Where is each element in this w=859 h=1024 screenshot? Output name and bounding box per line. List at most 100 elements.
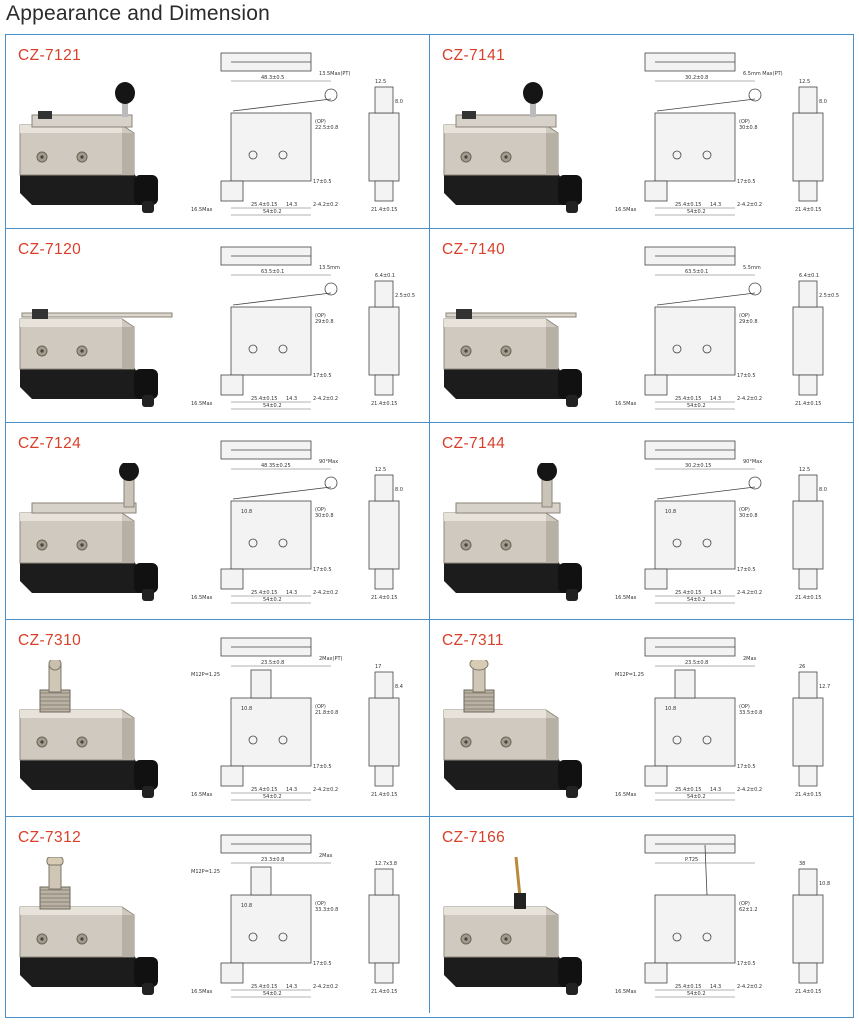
dim-side: 21.4±0.15	[371, 989, 397, 995]
dim-thread: M12P=1.25	[191, 672, 220, 678]
front-view-base	[644, 962, 668, 984]
front-view-base	[220, 568, 244, 590]
dim-inner: 10.8	[241, 903, 252, 909]
dim-base: 16.5Max	[615, 792, 637, 798]
dim-top: 30.2±0.15	[685, 463, 711, 469]
dim-hole-diameter: 2-4.2±0.2	[313, 202, 338, 208]
product-photo	[443, 660, 582, 798]
dim-op: (OP)	[315, 507, 326, 513]
mount-hole-left	[672, 344, 682, 354]
housing-highlight	[20, 319, 122, 327]
dim-width: 54±0.2	[687, 597, 706, 603]
dim-width: 54±0.2	[263, 991, 282, 997]
dim-hole-spacing: 25.4±0.15	[675, 984, 701, 990]
gland-nut	[566, 201, 578, 213]
housing-highlight	[444, 319, 546, 327]
mount-hole-left	[248, 735, 258, 745]
roller-bracket	[530, 97, 536, 117]
switch-base	[444, 364, 564, 399]
roller-drawing	[324, 88, 338, 102]
gland-nut	[142, 589, 154, 601]
dim-height: 17±0.5	[313, 764, 332, 770]
side-actuator	[374, 868, 394, 896]
dim-base: 16.5Max	[615, 595, 637, 601]
dim-width: 54±0.2	[687, 794, 706, 800]
front-view-body	[230, 306, 312, 376]
dim-hole-spacing: 25.4±0.15	[251, 590, 277, 596]
dim-op: (OP)	[315, 119, 326, 125]
mount-hole-left	[248, 932, 258, 942]
dim-top: 63.5±0.1	[261, 269, 284, 275]
front-view-base	[220, 765, 244, 787]
spring-rod	[514, 857, 522, 898]
dim-side-actuator: 2.5±0.5	[819, 293, 839, 299]
dim-side-top: 6.4±0.1	[799, 273, 819, 279]
dim-side: 21.4±0.15	[795, 595, 821, 601]
dim-hole-diameter: 2-4.2±0.2	[313, 984, 338, 990]
product-photo	[19, 309, 173, 407]
front-view-body	[654, 894, 736, 964]
cable-gland	[558, 369, 582, 399]
dim-width: 54±0.2	[687, 991, 706, 997]
switch-base	[444, 952, 564, 987]
housing-side	[546, 521, 558, 563]
front-view-base	[220, 374, 244, 396]
front-view-body	[230, 500, 312, 570]
product-photo	[443, 82, 582, 213]
product-photo	[443, 309, 582, 407]
switch-base	[20, 170, 140, 205]
dim-op-value: 29±0.8	[739, 319, 758, 325]
roller-head	[469, 660, 489, 671]
mount-hole-left	[248, 344, 258, 354]
dim-side-top: 26	[799, 664, 805, 670]
bushing-drawing	[674, 669, 696, 699]
side-view	[792, 306, 824, 376]
side-gland	[374, 765, 394, 787]
housing-side	[122, 133, 134, 175]
dim-top: 63.5±0.1	[685, 269, 708, 275]
model-label: CZ-7311	[442, 632, 504, 649]
model-label: CZ-7120	[18, 241, 82, 258]
dim-op-value: 30±0.8	[739, 513, 758, 519]
dim-tip: 2Max	[319, 853, 333, 859]
rod-drawing	[704, 844, 708, 896]
dim-inner: 10.8	[241, 509, 252, 515]
dim-side-top: 12.5	[799, 467, 810, 473]
front-view-body	[654, 500, 736, 570]
front-view-base	[644, 765, 668, 787]
roller-wheel	[119, 463, 139, 481]
dim-hole-offset: 14.3	[710, 787, 721, 793]
dim-top: P.T25	[685, 857, 698, 863]
model-label: CZ-7140	[442, 241, 506, 258]
dim-hole-spacing: 25.4±0.15	[675, 590, 701, 596]
mount-hole-left	[248, 150, 258, 160]
dim-hole-spacing: 25.4±0.15	[251, 787, 277, 793]
side-actuator	[798, 671, 818, 699]
dim-op: (OP)	[739, 507, 750, 513]
dim-height: 17±0.5	[313, 961, 332, 967]
dim-side-actuator: 8.0	[819, 487, 827, 493]
side-actuator	[798, 280, 818, 308]
lever-drawing	[656, 292, 756, 306]
gland-nut	[566, 983, 578, 995]
mount-hole-left	[672, 735, 682, 745]
dim-tip: 13.5mm	[319, 265, 340, 271]
housing-highlight	[20, 513, 122, 521]
dim-base: 16.5Max	[615, 401, 637, 407]
front-view-body	[654, 697, 736, 767]
dim-thread: M12P=1.25	[615, 672, 644, 678]
dim-hole-offset: 14.3	[710, 984, 721, 990]
housing-side	[122, 915, 134, 957]
housing-side	[546, 915, 558, 957]
housing-highlight	[20, 125, 122, 133]
side-gland	[798, 962, 818, 984]
dim-base: 16.5Max	[191, 989, 213, 995]
dim-hole-spacing: 25.4±0.15	[675, 202, 701, 208]
dim-height: 17±0.5	[737, 373, 756, 379]
housing-highlight	[444, 125, 546, 133]
front-view-body	[230, 697, 312, 767]
